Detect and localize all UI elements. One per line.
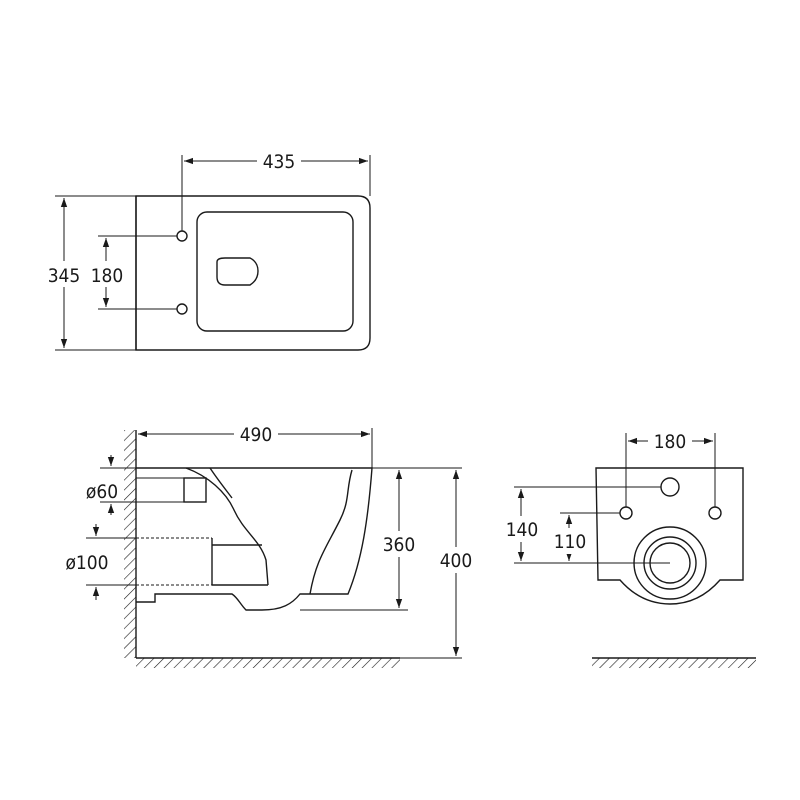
side-view-floor-hatch	[136, 658, 400, 668]
back-view-inlet-hole	[660, 477, 680, 497]
side-view-outlet-label: ø100	[65, 552, 108, 574]
back-view-bolt-spacing-label: 180	[654, 431, 687, 453]
top-view-depth-label: 345	[48, 265, 81, 287]
side-view-total-label-bg	[435, 547, 479, 573]
side-view-length-label-bg	[234, 421, 278, 445]
side-view-inlet-label: ø60	[86, 481, 118, 503]
side-view: 490 ø60 ø100 360 400	[65, 421, 479, 668]
side-view-length-label: 490	[240, 424, 273, 446]
back-view-floor-hatch	[592, 658, 756, 668]
side-view-rim-detail	[209, 467, 233, 499]
side-view-rim-label-bg	[378, 531, 422, 557]
side-view-total-height-label: 400	[440, 550, 473, 572]
back-view: 180 140 110	[502, 428, 756, 668]
back-view-bolt-height-label: 110	[554, 531, 587, 553]
side-view-outlet-connector	[212, 544, 268, 586]
back-view-bolt-hole-left	[619, 506, 633, 520]
back-view-inlet-label-bg	[502, 516, 542, 542]
side-view-wall-hatch	[124, 430, 136, 658]
back-view-inlet-height-label: 140	[506, 519, 539, 541]
top-view-drain-hole	[216, 257, 259, 286]
side-view-inlet-spigot	[183, 477, 207, 503]
side-view-trapway	[185, 467, 269, 586]
top-view-bolt-hole-lower	[176, 303, 188, 315]
back-view-outline	[595, 467, 744, 605]
top-view-bowl-opening	[196, 211, 354, 332]
top-view-depth-label-bg	[44, 261, 86, 287]
side-view-bowl-outline	[136, 467, 373, 611]
top-view-bolt-label-bg	[86, 261, 128, 287]
top-view-bolt-spacing-label: 180	[91, 265, 124, 287]
top-view: 435 345 180	[44, 148, 371, 351]
side-view-rim-height-label: 360	[383, 534, 416, 556]
back-view-bolt-height-label-bg	[550, 528, 590, 554]
side-view-bowl-inner	[309, 469, 353, 595]
top-view-bolt-hole-upper	[176, 230, 188, 242]
back-view-bolt-hole-right	[708, 506, 722, 520]
back-view-bolt-label-bg	[648, 428, 692, 452]
top-view-width-label-bg	[257, 148, 301, 172]
top-view-width-label: 435	[263, 151, 296, 173]
top-view-outline	[135, 195, 371, 351]
